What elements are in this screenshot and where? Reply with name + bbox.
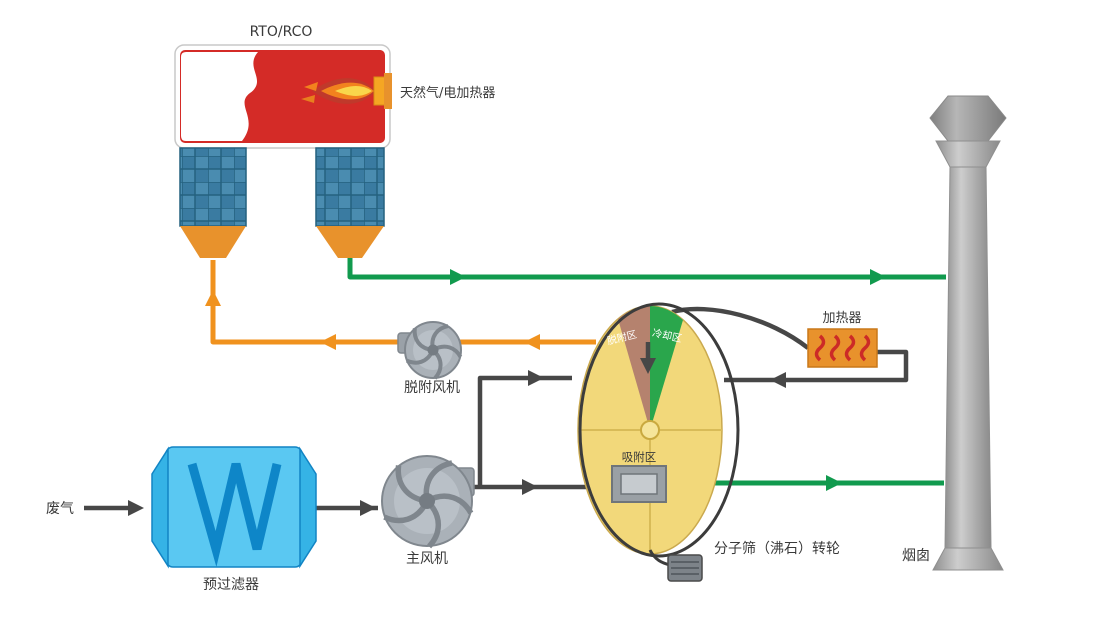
heater-return-arrowhead bbox=[770, 372, 786, 388]
main-fan-label: 主风机 bbox=[406, 551, 448, 567]
desorption-arrowhead-1 bbox=[524, 334, 540, 350]
desorption-arrowhead-2 bbox=[320, 334, 336, 350]
motor-fins bbox=[671, 561, 699, 575]
burner-label: 天然气/电加热器 bbox=[400, 85, 495, 101]
clean-air-lines bbox=[347, 250, 946, 486]
chimney-label: 烟囱 bbox=[902, 548, 930, 564]
flame-spark-2 bbox=[301, 95, 315, 103]
waste-gas-label: 废气 bbox=[46, 501, 74, 517]
zone-adsorption-label: 吸附区 bbox=[622, 450, 657, 464]
heater-coils bbox=[814, 334, 871, 362]
desorption-fan-hub bbox=[427, 344, 439, 356]
chimney-base bbox=[932, 547, 1004, 571]
adsorption-duct bbox=[611, 465, 667, 503]
rto-tower-left bbox=[179, 147, 247, 227]
adsorption-duct-inner bbox=[620, 473, 658, 495]
chimney-cap bbox=[929, 95, 1007, 142]
heater bbox=[807, 328, 878, 368]
desorption-lines bbox=[210, 260, 596, 345]
rotor-to-rto-line bbox=[210, 260, 596, 345]
main-fan-hub bbox=[419, 493, 435, 509]
heater-return-line bbox=[724, 349, 909, 383]
rto-label: RTO/RCO bbox=[250, 24, 313, 40]
rto-exhaust-arrowhead-2 bbox=[870, 269, 886, 285]
chimney-shaft bbox=[944, 166, 992, 549]
main-fan bbox=[381, 455, 475, 549]
into-rotor-arrow bbox=[640, 342, 656, 374]
rotor-to-heater-line bbox=[671, 306, 810, 350]
rto-exhaust-line bbox=[347, 250, 946, 280]
rto-exhaust-arrowhead-1 bbox=[450, 269, 466, 285]
zeolite-rotor: 脱附区 冷却区 吸附区 bbox=[577, 302, 740, 582]
burner-flame-icon bbox=[301, 73, 392, 109]
rotor-hub bbox=[640, 420, 660, 440]
waste-gas-arrowhead bbox=[128, 500, 144, 516]
rotor-label: 分子筛（沸石）转轮 bbox=[714, 541, 840, 557]
rotor-clean-arrowhead bbox=[826, 475, 842, 491]
desorption-fan bbox=[397, 321, 463, 380]
orange-arrowheads bbox=[205, 290, 540, 350]
dark-arrowheads bbox=[128, 370, 786, 516]
prefilter bbox=[151, 446, 317, 569]
rto-white-zone bbox=[181, 52, 258, 141]
rto-hopper-right bbox=[316, 226, 384, 258]
chimney bbox=[929, 95, 1007, 571]
filter-to-fan-arrowhead bbox=[360, 500, 376, 516]
prefilter-pleats bbox=[187, 462, 282, 567]
fan-branch-line bbox=[477, 375, 572, 487]
rto-tower-right bbox=[315, 147, 385, 227]
flame-core bbox=[335, 86, 372, 96]
rto-unit bbox=[174, 44, 392, 258]
desorption-arrowhead-up bbox=[205, 290, 221, 306]
rotor-zone-cooling bbox=[650, 306, 683, 430]
rto-hopper-left bbox=[180, 226, 246, 258]
fan-to-rotor-arrowhead bbox=[522, 479, 538, 495]
rotor-zone-desorption bbox=[618, 306, 650, 430]
equipment-labels: RTO/RCO 天然气/电加热器 脱附风机 主风机 预过滤器 废气 加热器 分子… bbox=[46, 24, 930, 593]
prefilter-cap-left bbox=[151, 446, 169, 569]
rotor-rim bbox=[578, 302, 740, 558]
prefilter-label: 预过滤器 bbox=[203, 577, 259, 593]
desorption-fan-label: 脱附风机 bbox=[404, 380, 460, 396]
chimney-neck bbox=[935, 140, 1001, 168]
prefilter-cap-right bbox=[299, 446, 317, 569]
green-arrowheads bbox=[450, 269, 886, 491]
burner-mount bbox=[384, 73, 392, 109]
rotor-drive-motor bbox=[648, 549, 703, 582]
heater-label: 加热器 bbox=[822, 311, 861, 326]
fan-branch-arrowhead bbox=[528, 370, 544, 386]
flame-spark-1 bbox=[304, 82, 318, 91]
